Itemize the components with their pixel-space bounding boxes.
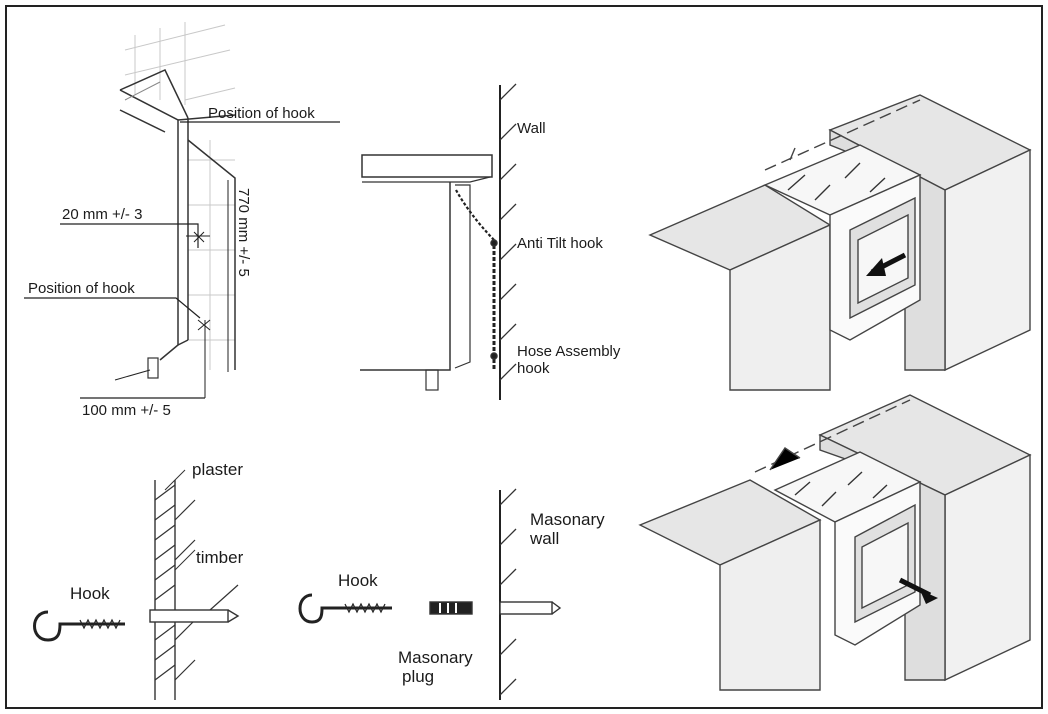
label-100mm: 100 mm +/- 5 xyxy=(82,402,171,419)
cooker-installation-3d-top xyxy=(648,94,1032,391)
hook-screw-right xyxy=(298,593,392,624)
timber-hole xyxy=(149,609,229,623)
outer-frame xyxy=(5,5,1043,709)
label-masonary-wall-line2: wall xyxy=(530,529,560,548)
masonry-wall-hook-detail xyxy=(298,488,562,700)
label-anti-tilt-hook: Anti Tilt hook xyxy=(517,235,603,252)
label-masonary-wall-line1: Masonary xyxy=(530,510,605,529)
label-masonary-plug-line2: plug xyxy=(402,667,435,686)
label-hook-right: Hook xyxy=(338,571,378,590)
hook-screw-left xyxy=(33,610,125,642)
label-wall: Wall xyxy=(517,120,546,137)
label-timber: timber xyxy=(196,548,244,567)
wall-tile-grid xyxy=(124,22,236,370)
hook-position-panel xyxy=(24,22,340,399)
cooker-installation-3d-bottom xyxy=(638,394,1032,691)
label-position-of-hook-top: Position of hook xyxy=(208,105,315,122)
anti-tilt-side-view xyxy=(360,83,517,400)
appliance-foot xyxy=(425,369,439,391)
label-plaster: plaster xyxy=(192,460,244,479)
timber-wall-hook-detail xyxy=(33,469,240,700)
label-hose-assembly-line1: Hose Assembly xyxy=(517,343,621,360)
hose-hook-point xyxy=(490,352,498,360)
anti-tilt-hook-point xyxy=(490,239,498,247)
label-position-of-hook-left: Position of hook xyxy=(28,280,135,297)
masonary-plug-shape xyxy=(429,601,473,615)
worktop xyxy=(361,154,493,178)
anti-tilt-chain xyxy=(455,189,495,241)
label-20mm: 20 mm +/- 3 xyxy=(62,206,143,223)
wall-hatching xyxy=(499,83,517,381)
label-770mm: 770 mm +/- 5 xyxy=(235,188,252,277)
label-hose-assembly-line2: hook xyxy=(517,360,550,377)
label-masonary-plug-line1: Masonary xyxy=(398,648,473,667)
label-hook-left: Hook xyxy=(70,584,110,603)
